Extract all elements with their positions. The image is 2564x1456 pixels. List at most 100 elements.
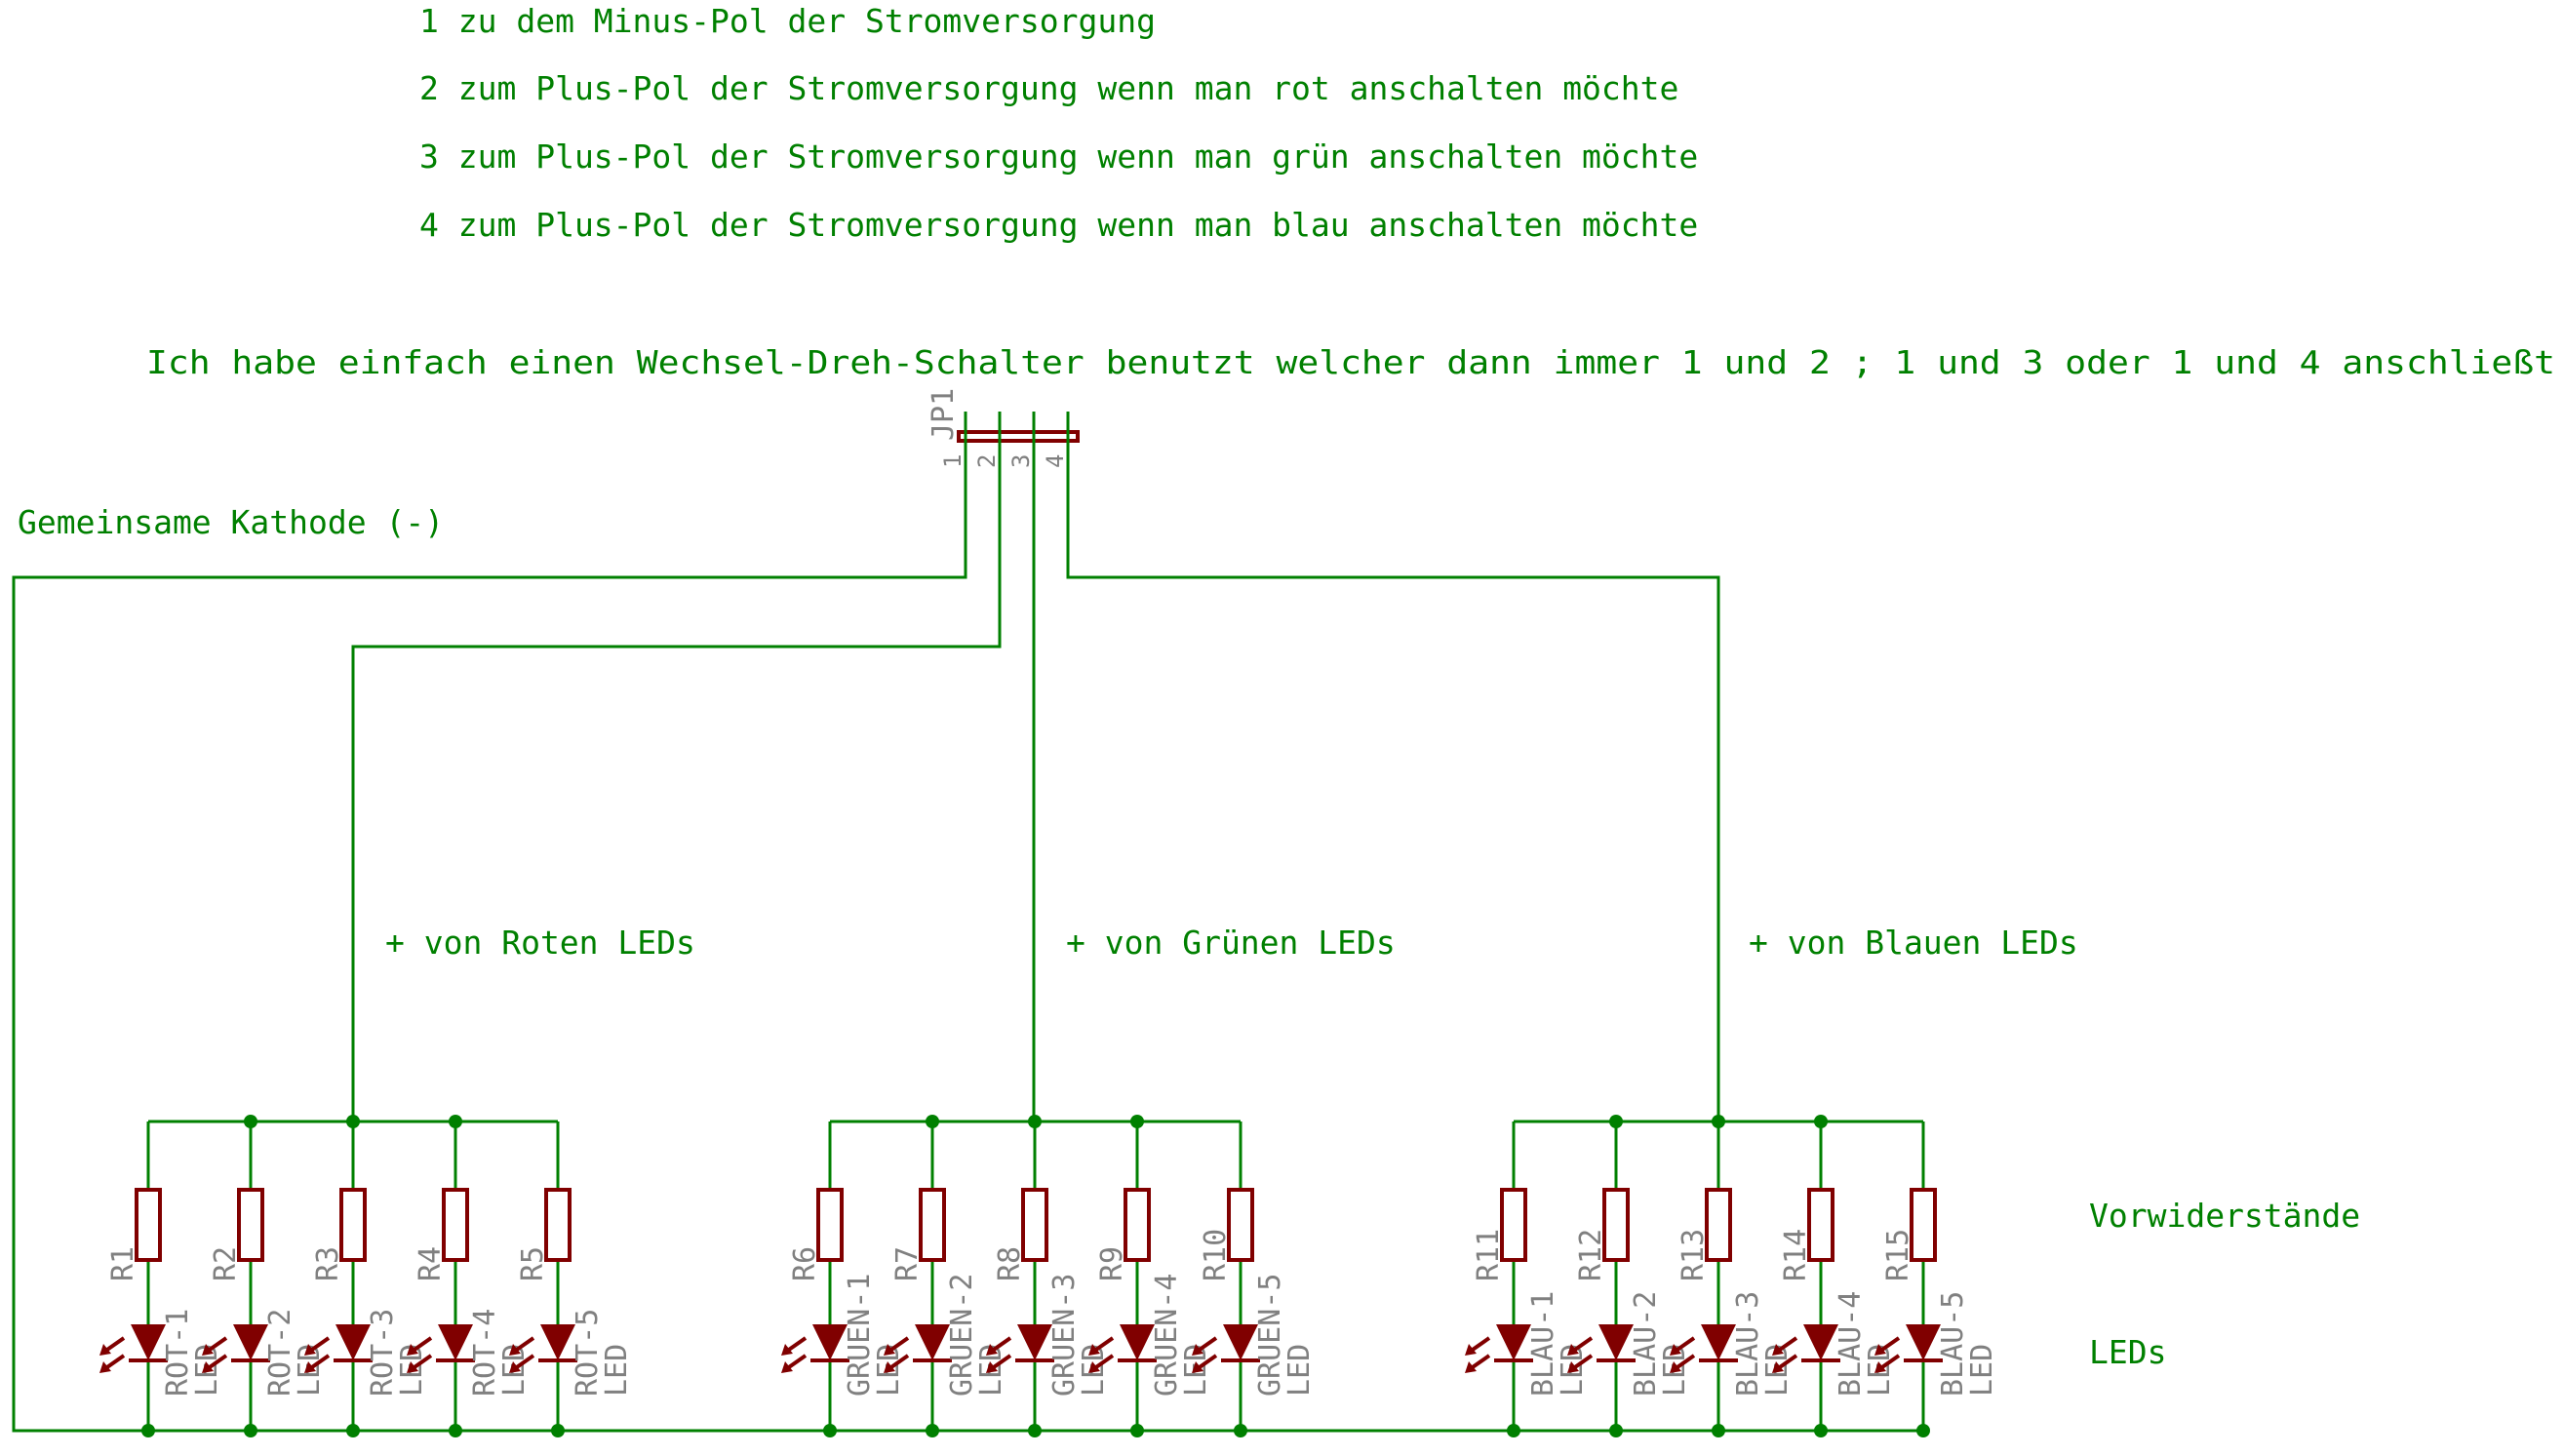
led-name-label: BLAU-2 <box>1629 1291 1663 1397</box>
led-name-label: BLAU-5 <box>1936 1291 1970 1397</box>
connector-pin-2: 2 <box>973 454 1001 468</box>
led-name-label: ROT-4 <box>468 1309 502 1397</box>
junction-dot <box>449 1424 462 1437</box>
junction-dot <box>1814 1115 1828 1128</box>
led-light-arrowhead <box>986 1344 998 1356</box>
resistor-symbol <box>1500 1188 1527 1262</box>
resistor-symbol <box>1705 1188 1732 1262</box>
led-light-arrowhead <box>1567 1344 1579 1356</box>
note-switch: Ich habe einfach einen Wechsel-Dreh-Scha… <box>146 343 2555 381</box>
resistor-symbol <box>816 1188 844 1262</box>
connector-pin-4: 4 <box>1042 454 1069 468</box>
resistor-label: R13 <box>1676 1229 1711 1281</box>
led-name-label: BLAU-3 <box>1731 1291 1765 1397</box>
junction-dot <box>823 1424 837 1437</box>
note-pin4: 4 zum Plus-Pol der Stromversorgung wenn … <box>419 206 1698 244</box>
resistor-symbol <box>1124 1188 1151 1262</box>
junction-dot <box>1609 1115 1623 1128</box>
led-symbol <box>812 1324 848 1360</box>
resistor-label: R7 <box>890 1246 925 1281</box>
led-symbol <box>438 1324 473 1360</box>
led-name-label: ROT-3 <box>366 1309 400 1397</box>
note-red-plus: + von Roten LEDs <box>385 924 695 962</box>
group-blue: R11BLAU-1LEDR12BLAU-2LEDR13BLAU-3LEDR14B… <box>1465 1115 1999 1437</box>
led-symbol <box>1701 1324 1736 1360</box>
connector-jp1: JP1 1 2 3 4 <box>927 388 1080 468</box>
resistor-symbol <box>237 1188 264 1262</box>
junction-dot <box>244 1424 257 1437</box>
resistor-symbol <box>1910 1188 1937 1262</box>
note-pin3: 3 zum Plus-Pol der Stromversorgung wenn … <box>419 138 1698 176</box>
junction-dot <box>1028 1115 1042 1128</box>
junction-dot <box>346 1424 360 1437</box>
resistor-symbol <box>1021 1188 1048 1262</box>
led-symbol <box>131 1324 166 1360</box>
junction-dot <box>1130 1424 1144 1437</box>
led-name-label: GRUEN-2 <box>945 1274 979 1397</box>
led-symbol <box>1598 1324 1634 1360</box>
led-symbol <box>915 1324 950 1360</box>
led-light-arrowhead <box>781 1361 793 1373</box>
note-blue-plus: + von Blauen LEDs <box>1749 924 2078 962</box>
junction-dot <box>1609 1424 1623 1437</box>
resistor-symbol <box>544 1188 572 1262</box>
note-cathode: Gemeinsame Kathode (-) <box>18 503 444 541</box>
connector-label: JP1 <box>927 388 961 441</box>
resistor-label: R9 <box>1095 1246 1129 1281</box>
led-symbol <box>1017 1324 1052 1360</box>
led-value-label: LED <box>1282 1344 1317 1397</box>
group-red: R1ROT-1LEDR2ROT-2LEDR3ROT-3LEDR4ROT-4LED… <box>99 1115 634 1437</box>
led-symbol <box>1803 1324 1838 1360</box>
resistor-label: R11 <box>1472 1229 1506 1281</box>
junction-dot <box>926 1424 939 1437</box>
resistor-label: R12 <box>1574 1229 1608 1281</box>
note-resistors: Vorwiderstände <box>2089 1197 2360 1235</box>
resistor-symbol <box>1602 1188 1630 1262</box>
led-light-arrowhead <box>1088 1344 1100 1356</box>
led-symbol <box>1496 1324 1531 1360</box>
resistor-label: R1 <box>106 1246 140 1281</box>
wire-red-plus <box>351 412 1002 1122</box>
connector-pin-3: 3 <box>1007 454 1035 468</box>
wire-blue-plus <box>1066 412 1720 1122</box>
led-light-arrowhead <box>1874 1344 1886 1356</box>
led-light-arrowhead <box>986 1361 998 1373</box>
resistor-symbol <box>135 1188 162 1262</box>
resistor-symbol <box>919 1188 946 1262</box>
resistor-symbol <box>442 1188 469 1262</box>
led-light-arrowhead <box>1192 1344 1203 1356</box>
resistor-label: R8 <box>993 1246 1027 1281</box>
resistor-symbol <box>339 1188 367 1262</box>
connector-pin-1: 1 <box>939 454 966 468</box>
resistor-label: R6 <box>788 1246 822 1281</box>
junction-dot <box>244 1115 257 1128</box>
junction-dot <box>1028 1424 1042 1437</box>
resistor-label: R10 <box>1199 1229 1233 1281</box>
led-light-arrowhead <box>304 1361 316 1373</box>
led-light-arrowhead <box>1192 1361 1203 1373</box>
note-leds: LEDs <box>2089 1333 2166 1371</box>
led-symbol <box>1120 1324 1155 1360</box>
led-light-arrowhead <box>407 1361 418 1373</box>
led-symbol <box>335 1324 371 1360</box>
led-light-arrowhead <box>781 1344 793 1356</box>
led-name-label: ROT-2 <box>263 1309 297 1397</box>
led-symbol <box>540 1324 575 1360</box>
resistor-label: R4 <box>414 1246 448 1281</box>
led-symbol <box>1906 1324 1941 1360</box>
main-wiring <box>12 412 1924 1433</box>
led-name-label: GRUEN-5 <box>1253 1274 1287 1397</box>
led-light-arrowhead <box>304 1344 316 1356</box>
junction-dot <box>1712 1115 1725 1128</box>
junction-dot <box>1712 1424 1725 1437</box>
resistor-symbol <box>1807 1188 1834 1262</box>
